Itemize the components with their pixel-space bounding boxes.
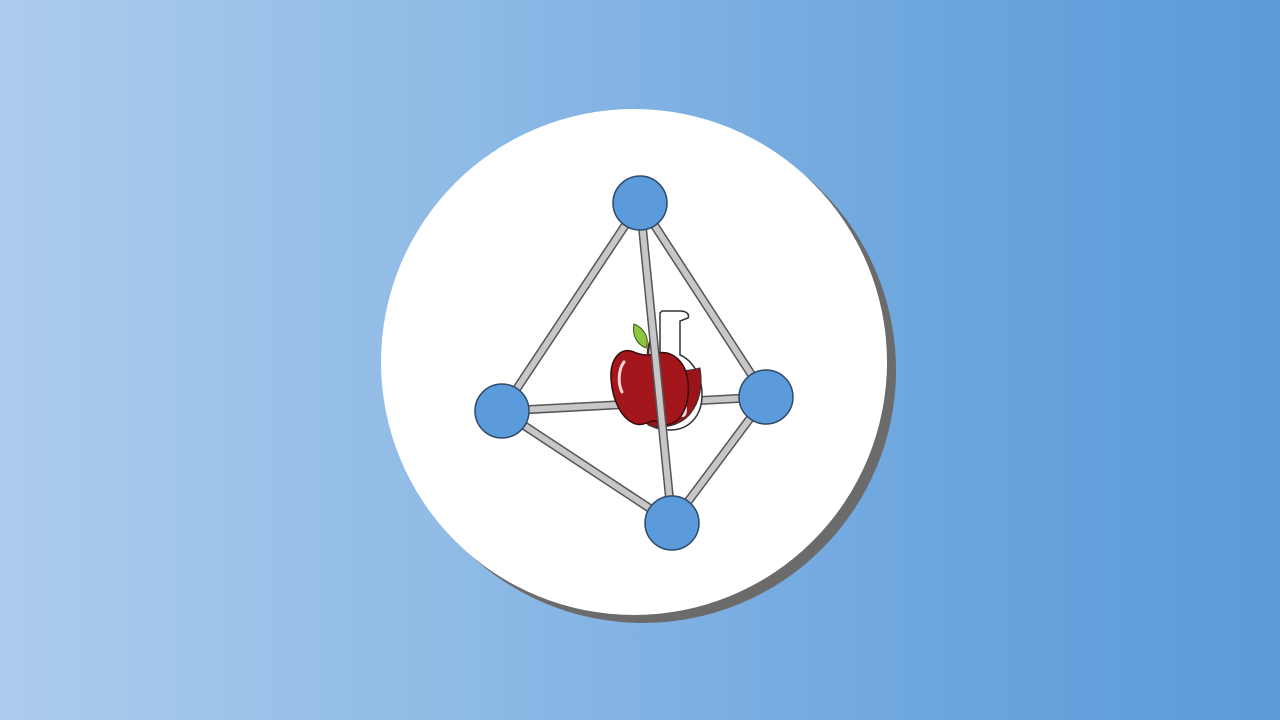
atom-bottom	[644, 495, 700, 551]
atom-top	[612, 175, 668, 231]
atom-right	[738, 369, 794, 425]
atoms	[474, 175, 794, 551]
atom-left	[474, 383, 530, 439]
logo-emblem	[474, 175, 794, 551]
leaf-icon	[633, 323, 648, 349]
